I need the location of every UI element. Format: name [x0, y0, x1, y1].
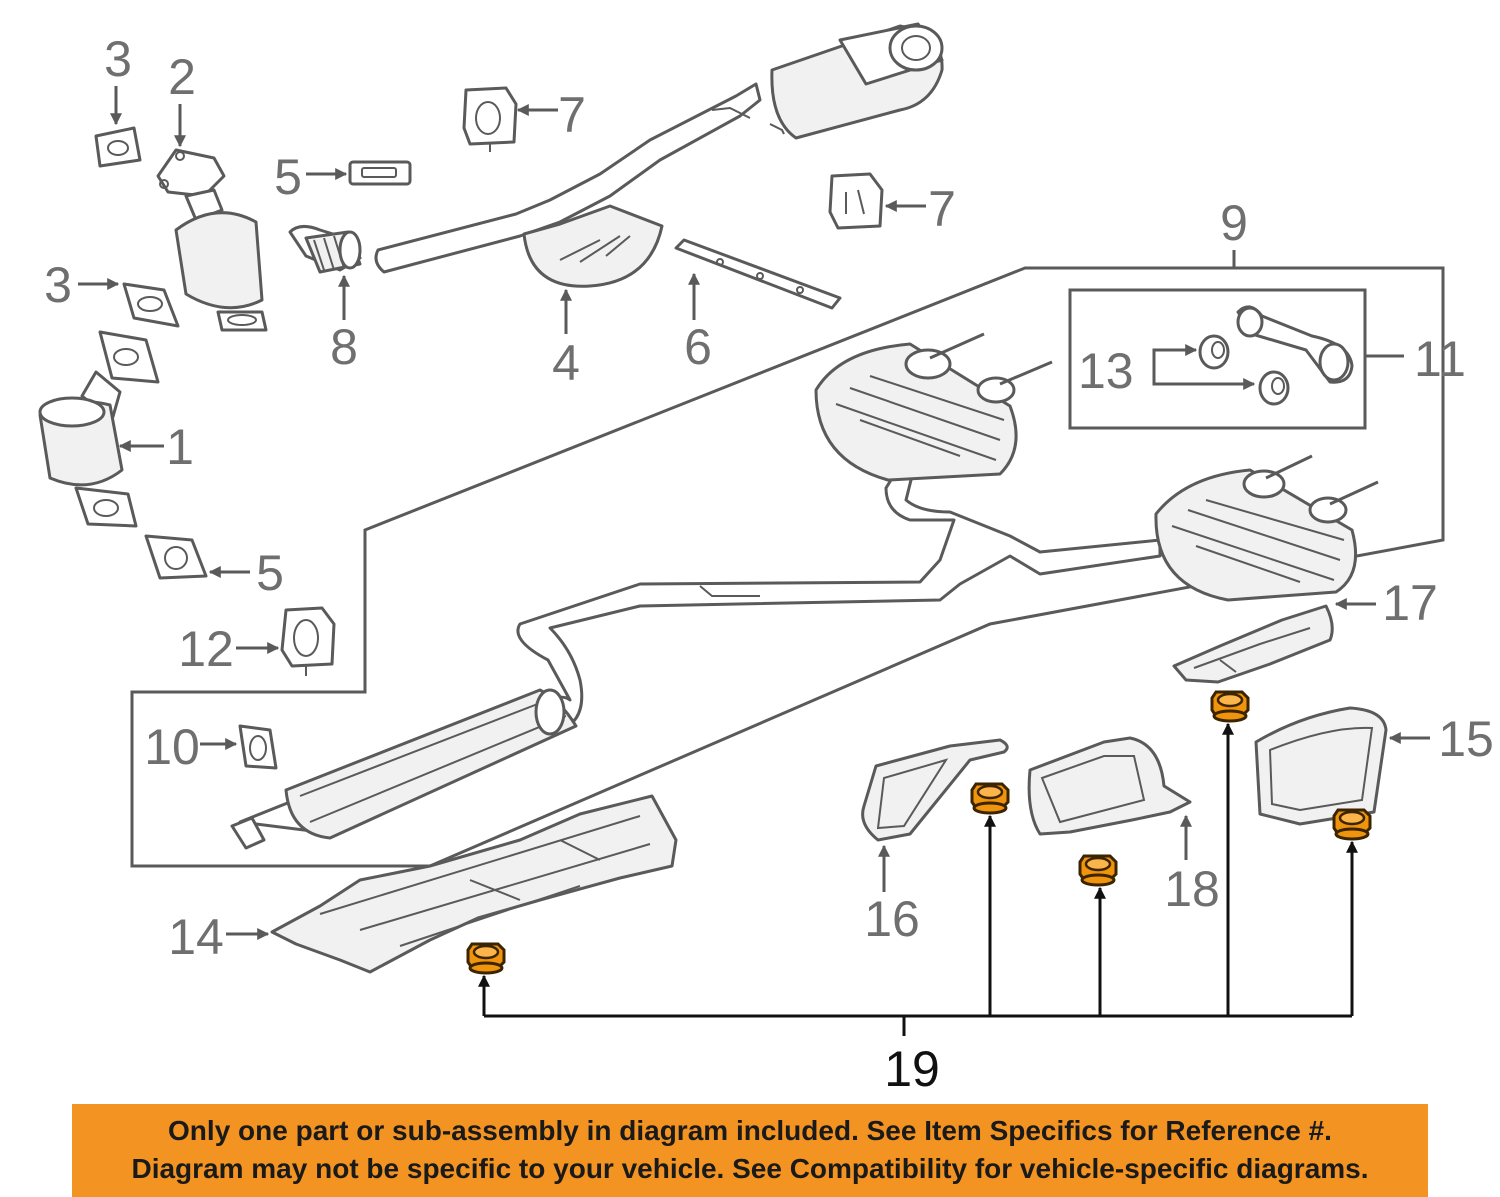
- part-5-gasket-flat: [348, 160, 412, 186]
- callout-16: 16: [864, 891, 920, 947]
- part-16-heat-shield: [861, 738, 1009, 842]
- part-7-hanger-lower: [828, 172, 884, 230]
- part-3-gasket-lower: [122, 282, 180, 328]
- callout-1: 1: [166, 419, 194, 475]
- callout-11: 11: [1414, 331, 1466, 387]
- part-13-grommet-lower: [1258, 370, 1290, 406]
- callout-13: 13: [1078, 343, 1134, 399]
- callout-6: 6: [684, 319, 712, 375]
- callout-4: 4: [552, 335, 580, 391]
- callout-labels: 3 2 3 1 5 5 7 7 8 4 6 9 11 13 12 10 14 1…: [44, 31, 1494, 1090]
- callout-14: 14: [168, 909, 224, 965]
- part-3-gasket-upper: [94, 126, 142, 168]
- part-15-heat-shield: [1254, 706, 1388, 826]
- callout-19: 19: [884, 1041, 940, 1090]
- part-5-gasket-round: [144, 534, 208, 580]
- callout-2: 2: [168, 49, 196, 105]
- callout-10: 10: [144, 719, 200, 775]
- exhaust-parts-diagram: 3 2 3 1 5 5 7 7 8 4 6 9 11 13 12 10 14 1…: [38, 22, 1494, 1090]
- part-12-hanger: [280, 606, 336, 676]
- part-19-nut-5: [1332, 808, 1372, 841]
- part-2-catalytic-converter: [156, 148, 268, 332]
- callout-15: 15: [1438, 711, 1494, 767]
- callout-8: 8: [330, 319, 358, 375]
- part-9-rear-muffler-assembly: [230, 332, 1379, 850]
- disclaimer-line-1: Only one part or sub-assembly in diagram…: [168, 1115, 1332, 1146]
- part-17-heat-shield: [1172, 604, 1334, 684]
- callout-18: 18: [1164, 861, 1220, 917]
- part-18-heat-shield: [1027, 736, 1192, 836]
- callout-5-lower: 5: [256, 545, 284, 601]
- callout-12: 12: [178, 621, 234, 677]
- part-7-hanger-upper: [462, 86, 518, 152]
- callout-7-upper: 7: [558, 87, 586, 143]
- part-19-nut-3: [1078, 854, 1118, 887]
- part-11-tailpipe-tip: [1236, 305, 1354, 384]
- disclaimer-banner: Only one part or sub-assembly in diagram…: [72, 1104, 1428, 1197]
- disclaimer-line-2: Diagram may not be specific to your vehi…: [131, 1153, 1369, 1184]
- callout-3-upper: 3: [104, 31, 132, 87]
- part-8-flex-joint: [288, 225, 362, 274]
- part-19-nut-2: [970, 782, 1010, 815]
- callout-9: 9: [1220, 195, 1248, 251]
- part-14-heat-shield: [270, 794, 678, 974]
- leader-lines: [78, 86, 1430, 940]
- callout-17: 17: [1382, 575, 1438, 631]
- item-19-leader: [478, 722, 1358, 1036]
- part-1-catalytic-converter: [38, 330, 160, 528]
- part-6-bracket: [674, 238, 842, 310]
- part-13-grommet-upper: [1198, 334, 1230, 370]
- part-4-front-pipe: [374, 22, 944, 288]
- callout-7-lower: 7: [928, 181, 956, 237]
- part-19-nut-1: [466, 942, 506, 975]
- callout-5-upper: 5: [274, 149, 302, 205]
- callout-3-lower: 3: [44, 257, 72, 313]
- part-19-nut-4: [1210, 690, 1250, 723]
- part-10-gasket: [238, 724, 278, 770]
